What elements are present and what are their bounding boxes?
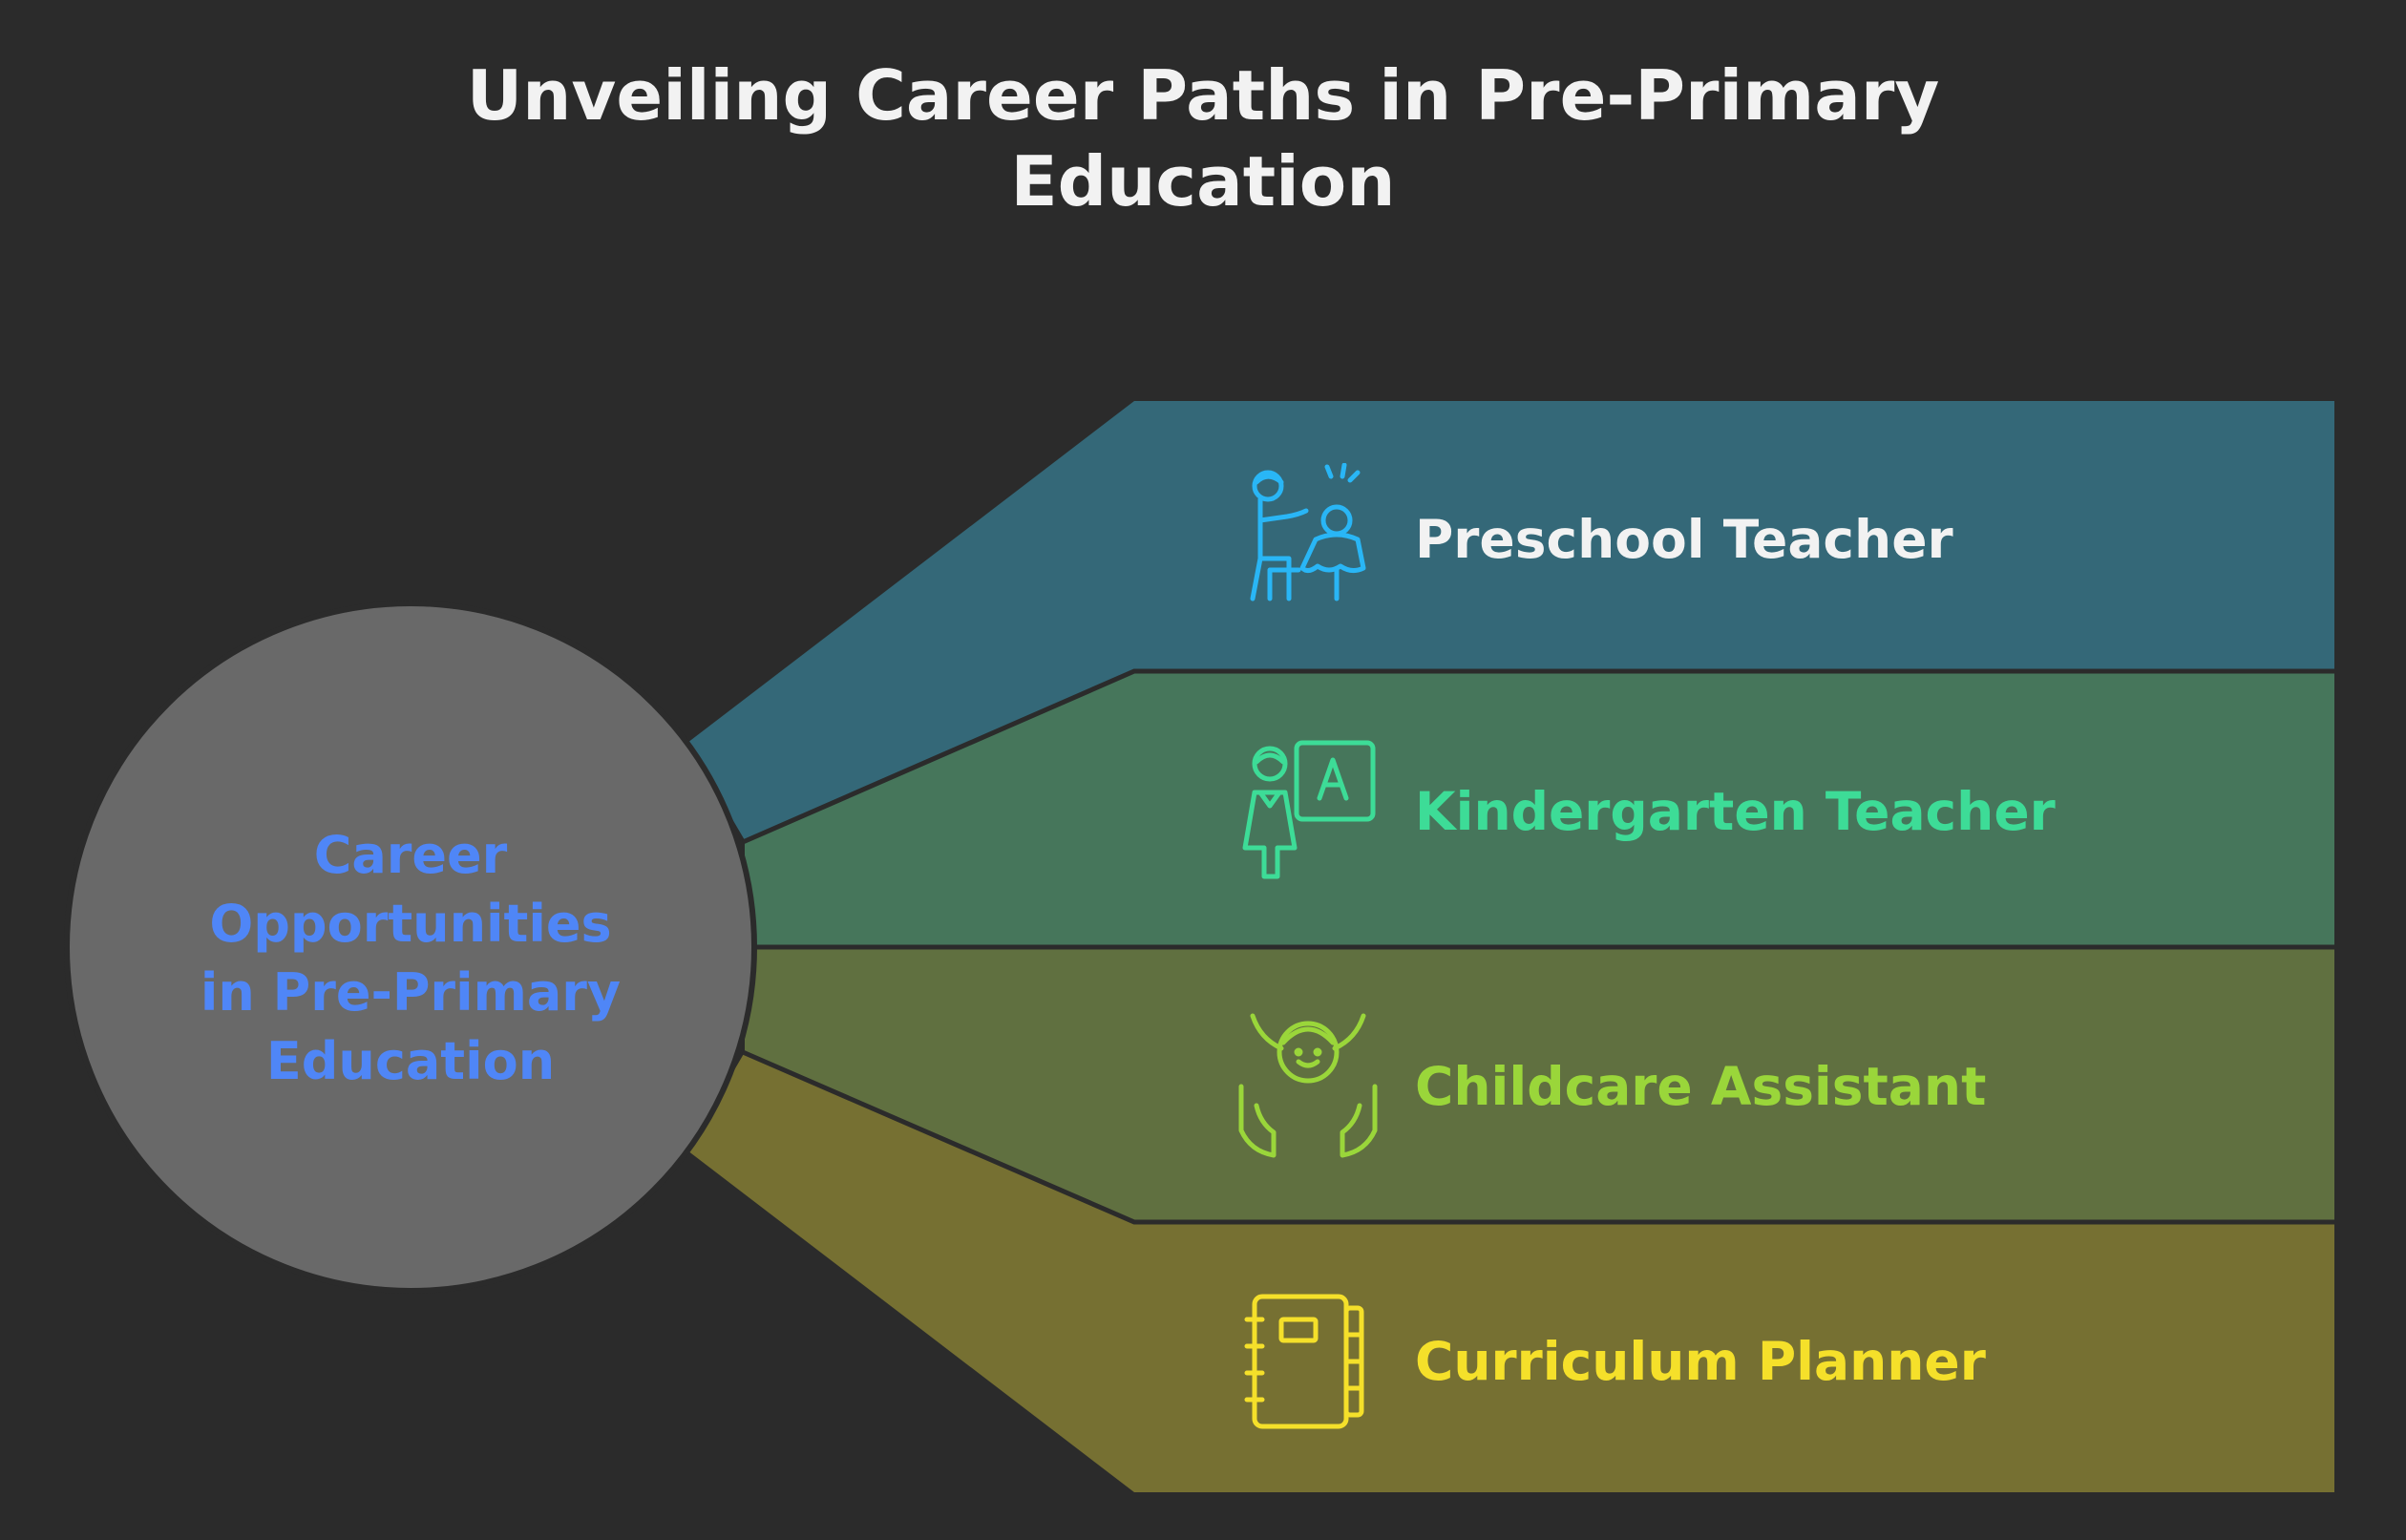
band-label-preschool-teacher: Preschool Teacher <box>1415 509 1953 570</box>
band-preschool-teacher <box>687 401 2334 840</box>
title-line-1: Unveiling Career Paths in Pre-Primary <box>466 55 1940 136</box>
notebook-icon <box>1244 1294 1364 1429</box>
divider-1 <box>741 668 2334 845</box>
child-in-hands-icon <box>1238 1013 1378 1158</box>
band-label-curriculum-planner: Curriculum Planner <box>1415 1331 1986 1392</box>
band-label-kindergarten-teacher: Kindergarten Teacher <box>1415 781 2056 842</box>
center-label-line-4: Education <box>265 1031 556 1091</box>
center-label-line-1: Career <box>313 825 508 885</box>
divider-3 <box>742 1049 2334 1225</box>
band-childcare-assistant <box>745 947 2334 1222</box>
teacher-whiteboard-icon <box>1242 740 1376 879</box>
center-label-line-2: Opportunities <box>209 894 612 954</box>
band-curriculum-planner <box>687 1052 2334 1492</box>
title-line-2: Education <box>1010 141 1396 222</box>
center-label: Career Opportunities in Pre-Primary Educ… <box>153 821 668 1096</box>
teacher-with-child-icon <box>1250 463 1366 601</box>
center-label-line-3: in Pre-Primary <box>200 962 622 1023</box>
band-kindergarten-teacher <box>745 671 2334 947</box>
band-label-childcare-assistant: Childcare Assistant <box>1415 1056 1987 1117</box>
center-circle <box>64 601 757 1294</box>
page-title: Unveiling Career Paths in Pre-Primary Ed… <box>0 53 2406 224</box>
